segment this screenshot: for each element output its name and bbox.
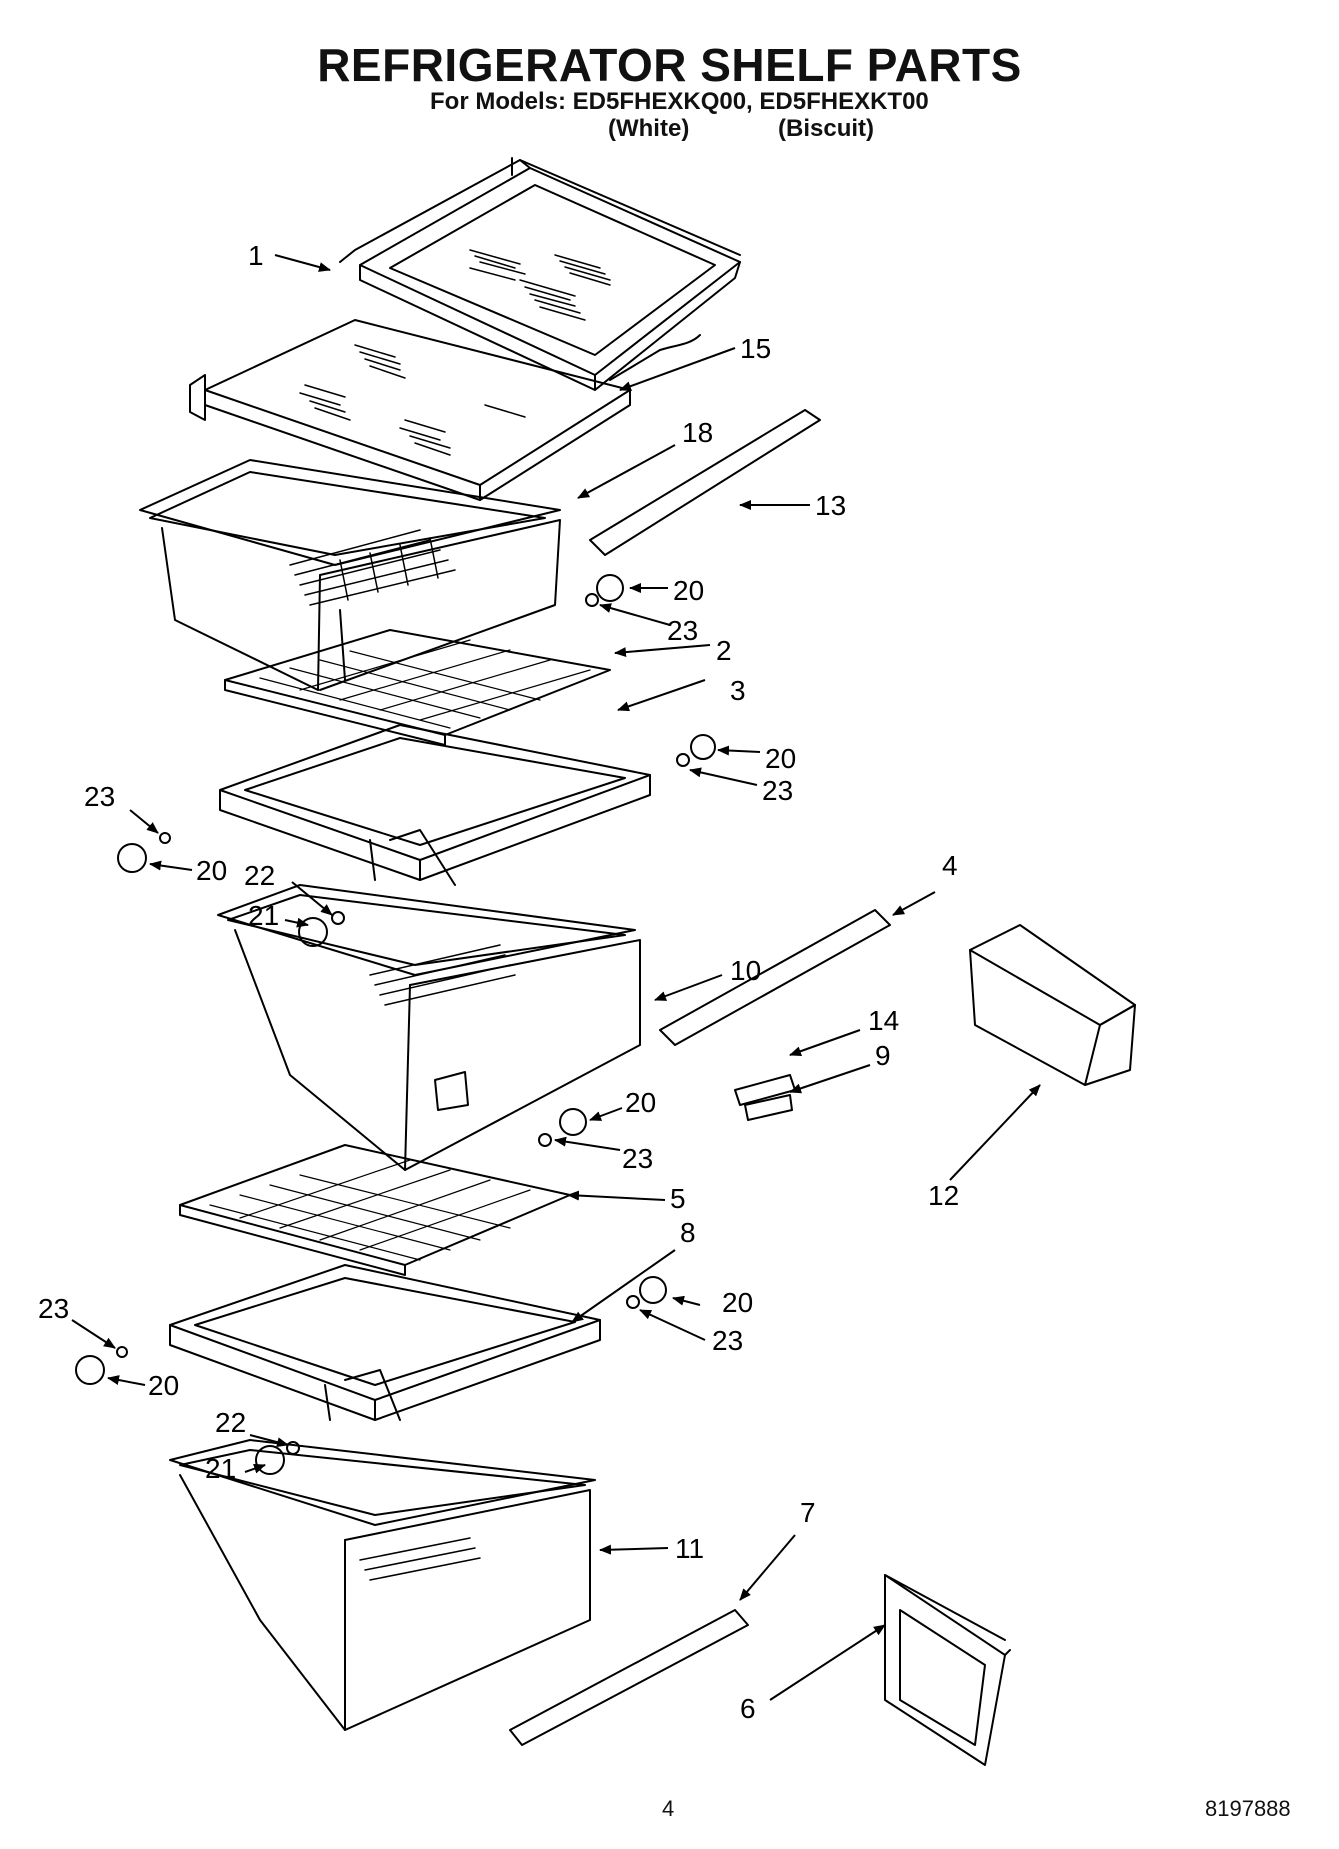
callout-14: 14 <box>868 1005 899 1036</box>
callout-13: 13 <box>815 490 846 521</box>
callout-23c: 23 <box>84 781 115 812</box>
callout-23f: 23 <box>38 1293 69 1324</box>
callout-23d: 23 <box>622 1143 653 1174</box>
callout-5: 5 <box>670 1183 686 1214</box>
callout-12: 12 <box>928 1180 959 1211</box>
callout-11: 11 <box>675 1533 704 1564</box>
callout-10: 10 <box>730 955 761 986</box>
callout-labels: 1 15 18 13 20 23 2 3 20 23 23 20 22 21 4… <box>38 240 959 1724</box>
glass-cover-part-2 <box>224 629 611 746</box>
callout-15: 15 <box>740 333 771 364</box>
callout-23a: 23 <box>667 615 698 646</box>
callout-8: 8 <box>680 1217 696 1248</box>
rail-part-13 <box>589 409 821 556</box>
callout-3: 3 <box>730 675 746 706</box>
top-shelf-part-1 <box>339 157 741 391</box>
drawer-frame-part-8 <box>169 1264 601 1421</box>
variant-biscuit: (Biscuit) <box>778 115 874 142</box>
callout-23b: 23 <box>762 775 793 806</box>
rail-part-7 <box>509 1609 749 1746</box>
bracket-part-6 <box>884 1574 1011 1766</box>
callout-1: 1 <box>248 240 264 271</box>
callout-21b: 21 <box>205 1453 236 1484</box>
drawer-frame-part-3 <box>219 724 651 886</box>
callout-2: 2 <box>716 635 732 666</box>
page-number: 4 <box>662 1796 675 1821</box>
callout-7: 7 <box>800 1497 816 1528</box>
callout-23e: 23 <box>712 1325 743 1356</box>
document-number: 8197888 <box>1205 1796 1291 1821</box>
callout-20e: 20 <box>722 1287 753 1318</box>
callout-20b: 20 <box>765 743 796 774</box>
callout-20d: 20 <box>625 1087 656 1118</box>
callout-4: 4 <box>942 850 958 881</box>
page-title: REFRIGERATOR SHELF PARTS <box>317 39 1022 91</box>
pan-part-10 <box>217 884 641 1171</box>
callout-22a: 22 <box>244 860 275 891</box>
models-line: For Models: ED5FHEXKQ00, ED5FHEXKT00 <box>430 88 929 115</box>
callout-6: 6 <box>740 1693 756 1724</box>
variant-white: (White) <box>608 115 690 142</box>
leader-lines <box>71 254 1041 1701</box>
callout-21a: 21 <box>248 900 279 931</box>
fittings <box>75 574 716 1475</box>
callout-18: 18 <box>682 417 713 448</box>
rail-part-4 <box>659 909 891 1046</box>
pan-part-11 <box>169 1439 596 1731</box>
callout-20a: 20 <box>673 575 704 606</box>
upper-crisper-drawer <box>139 459 561 691</box>
bin-part-12 <box>969 924 1136 1086</box>
callout-20f: 20 <box>148 1370 179 1401</box>
callout-9: 9 <box>875 1040 891 1071</box>
callout-22b: 22 <box>215 1407 246 1438</box>
callout-20c: 20 <box>196 855 227 886</box>
glass-cover-part-5 <box>179 1144 571 1276</box>
bracket-part-14-9 <box>734 1074 796 1121</box>
